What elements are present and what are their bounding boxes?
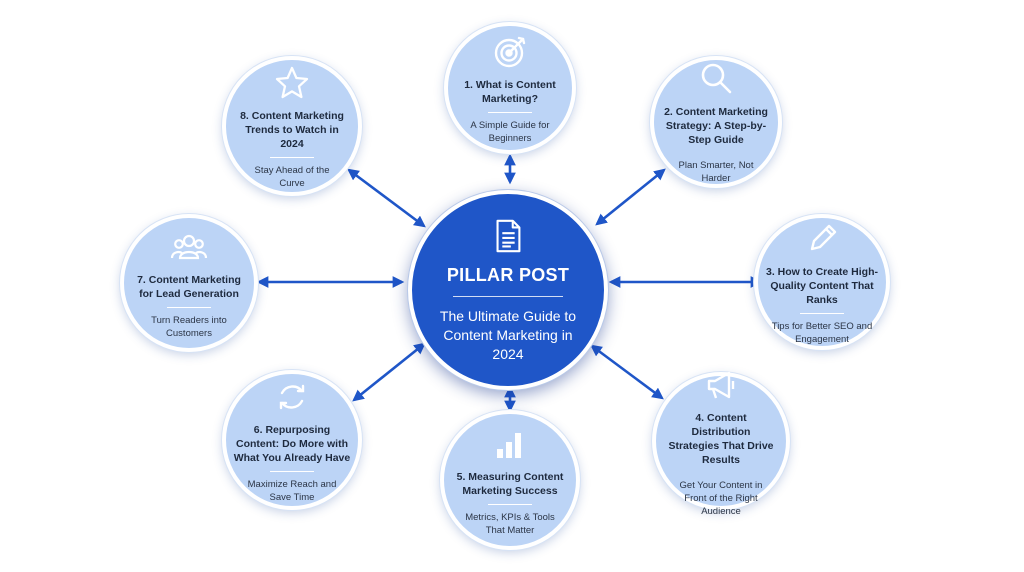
- bar-chart-icon: [490, 424, 530, 464]
- arrow-center-node2: [595, 168, 666, 226]
- node-title: 8. Content Marketing Trends to Watch in …: [240, 109, 344, 150]
- node-title: 5. Measuring Content Marketing Success: [456, 470, 564, 497]
- pillar-title: PILLAR POST: [446, 264, 570, 285]
- node-title: 7. Content Marketing for Lead Generation: [137, 273, 241, 300]
- node-subtitle: Metrics, KPIs & Tools That Matter: [465, 511, 555, 536]
- node-title: 3. How to Create High-Quality Content Th…: [765, 265, 878, 306]
- pillar-post-hub[interactable]: PILLAR POST The Ultimate Guide to Conten…: [408, 190, 608, 390]
- node-subtitle: Get Your Content in Front of the Right A…: [679, 479, 763, 517]
- topic-node-6[interactable]: 6. Repurposing Content: Do More with Wha…: [222, 370, 362, 510]
- group-icon: [169, 227, 209, 267]
- topic-node-5[interactable]: 5. Measuring Content Marketing Success M…: [440, 410, 580, 550]
- topic-node-4[interactable]: 4. Content Distribution Strategies That …: [652, 371, 790, 517]
- divider: [270, 470, 314, 472]
- topic-node-7[interactable]: 7. Content Marketing for Lead Generation…: [120, 214, 258, 352]
- topic-node-3[interactable]: 3. How to Create High-Quality Content Th…: [754, 214, 890, 350]
- divider: [800, 312, 844, 314]
- node-title: 2. Content Marketing Strategy: A Step-by…: [664, 106, 768, 146]
- divider: [488, 111, 532, 113]
- node-subtitle: A Simple Guide for Beginners: [470, 119, 550, 144]
- node-subtitle: Tips for Better SEO and Engagement: [771, 320, 873, 345]
- megaphone-icon: [701, 365, 741, 405]
- divider: [453, 295, 563, 297]
- document-icon: [489, 217, 527, 255]
- pillar-subtitle: The Ultimate Guide to Content Marketing …: [439, 307, 577, 362]
- topic-node-8[interactable]: 8. Content Marketing Trends to Watch in …: [222, 56, 362, 196]
- divider: [488, 503, 532, 505]
- arrow-center-node6: [352, 342, 426, 402]
- node-title: 4. Content Distribution Strategies That …: [668, 411, 774, 466]
- node-subtitle: Plan Smarter, Not Harder: [678, 160, 754, 184]
- node-title: 6. Repurposing Content: Do More with Wha…: [233, 423, 351, 464]
- target-icon: [490, 32, 530, 72]
- topic-node-1[interactable]: 1. What is Content Marketing? A Simple G…: [444, 22, 576, 154]
- node-subtitle: Stay Ahead of the Curve: [254, 164, 330, 189]
- node-subtitle: Turn Readers into Customers: [151, 314, 227, 339]
- topic-node-2[interactable]: 2. Content Marketing Strategy: A Step-by…: [650, 56, 782, 188]
- divider: [270, 156, 314, 158]
- pencil-icon: [802, 219, 842, 259]
- recycle-icon: [272, 377, 312, 417]
- node-subtitle: Maximize Reach and Save Time: [247, 478, 337, 503]
- search-icon: [696, 59, 736, 99]
- arrow-center-node8: [347, 168, 426, 228]
- arrow-center-node4: [590, 344, 664, 400]
- node-title: 1. What is Content Marketing?: [464, 78, 556, 105]
- divider: [167, 306, 211, 308]
- star-icon: [272, 63, 312, 103]
